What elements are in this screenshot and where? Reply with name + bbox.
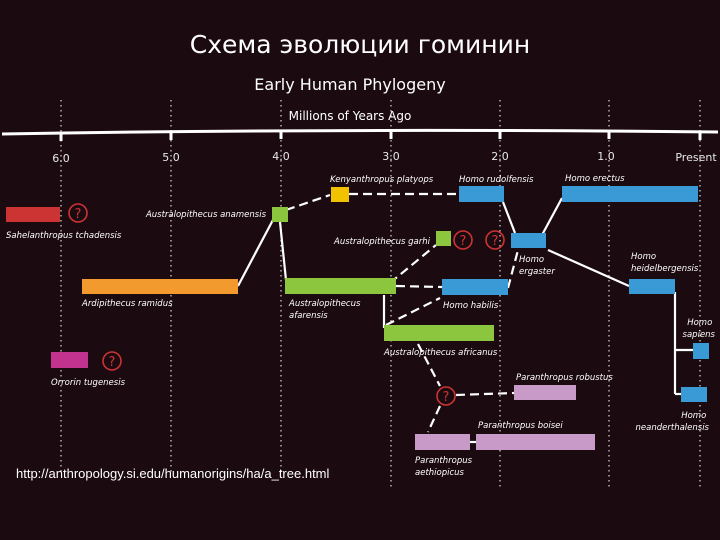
label-ergaster-line: Homo [519,255,544,265]
bar-orrorin [51,352,88,368]
bar-garhi [436,231,451,246]
bar-anamensis [272,207,288,222]
question-mark-glyph: ? [443,390,450,405]
connector [501,201,517,234]
bar-ergaster [511,233,546,248]
solid-connectors [237,197,693,444]
label-afarensis-line: Australopithecus [288,299,361,309]
label-aethiopicus: Paranthropus aethiopicus [415,456,475,478]
bar-erectus [562,186,698,202]
label-kenyanthropus: Kenyanthropus platyops [330,175,434,185]
bar-sapiens [693,343,709,359]
connector [389,244,437,284]
diagram-title: Early Human Phylogeny [254,75,445,94]
label-rudolfensis: Homo rudolfensis [459,175,534,185]
slide-title: Схема эволюции гоминин [189,30,531,59]
bar-sahelanthropus [6,207,60,222]
label-ergaster-line: ergaster [519,267,555,277]
label-heidelbergensis: Homo heidelbergensis [631,252,699,274]
question-mark-icon: ? [485,230,505,250]
label-robustus: Paranthropus robustus [516,373,613,383]
bar-kenyanthropus [331,187,349,202]
connector [237,217,275,287]
label-aethiopicus-line: Paranthropus [415,456,473,466]
bar-robustus [514,385,576,400]
connector [395,284,443,289]
bar-afarensis [285,278,396,294]
label-sapiens-line: sapiens [683,330,716,340]
label-afarensis-line: afarensis [289,311,328,321]
question-mark-glyph: ? [75,207,82,222]
connector [506,249,520,289]
label-orrorin: Orrorin tugenesis [51,378,126,388]
species-labels: Sahelanthropus tchadensis Orrorin tugene… [6,174,716,478]
tick-label: 4.0 [272,150,290,163]
tick-labels: 6.0 5.0 4.0 3.0 2.0 1.0 Present [52,150,717,165]
tick-label: 6.0 [52,152,70,165]
label-sapiens-line: Homo [687,318,712,328]
tick-label: Present [675,151,717,164]
label-boisei: Paranthropus boisei [478,421,563,431]
axis-label: Millions of Years Ago [289,109,412,123]
label-sahelanthropus: Sahelanthropus tchadensis [6,231,122,241]
tick-label: 3.0 [382,150,400,163]
bar-rudolfensis [459,186,504,202]
label-ergaster: Homo ergaster [519,255,555,277]
source-url: http://anthropology.si.edu/humanorigins/… [16,466,330,481]
bar-boisei [476,434,595,450]
label-anamensis: Australopithecus anamensis [145,210,267,220]
tick-label: 2.0 [491,150,509,163]
label-garhi: Australopithecus garhi [333,237,431,247]
bar-heidelbergensis [629,279,675,294]
bar-ardipithecus [82,279,238,294]
label-neanderthalensis-line: Homo [681,411,706,421]
question-mark-icon: ? [68,203,88,223]
label-afarensis: Australopithecus afarensis [288,299,363,321]
connector [285,193,331,212]
bar-africanus [384,325,494,341]
label-sapiens: Homo sapiens [683,318,716,340]
bar-neanderthalensis [681,387,707,402]
species-bars [6,186,709,450]
connector [417,343,441,387]
label-ardipithecus: Ardipithecus ramidus [81,299,173,309]
question-mark-glyph: ? [460,234,467,249]
label-erectus: Homo erectus [565,174,625,184]
connector [455,391,515,397]
tick-label: 5.0 [162,151,180,164]
connector [547,248,630,288]
connector [541,197,563,236]
question-mark-glyph: ? [492,234,499,249]
question-mark-icon: ? [102,351,122,371]
label-neanderthalensis: Homo neanderthalensis [636,411,710,433]
question-mark-glyph: ? [109,355,116,370]
bar-aethiopicus [415,434,470,450]
label-heidelbergensis-line: heidelbergensis [631,264,699,274]
label-africanus: Australopithecus africanus [383,348,498,358]
question-mark-icon: ? [436,386,456,406]
tick-label: 1.0 [597,150,615,163]
label-habilis: Homo habilis [443,301,499,311]
connector [278,221,288,281]
dashed-connectors [285,192,520,433]
label-neanderthalensis-line: neanderthalensis [636,423,710,433]
connector [385,297,441,326]
uncertainty-markers: ? ? ? ? ? [68,203,505,406]
axis-line [1,128,719,136]
connector [427,405,441,433]
question-mark-icon: ? [453,230,473,250]
time-axis [1,128,719,141]
bar-habilis [442,279,508,295]
label-aethiopicus-line: aethiopicus [415,468,465,478]
label-heidelbergensis-line: Homo [631,252,656,262]
